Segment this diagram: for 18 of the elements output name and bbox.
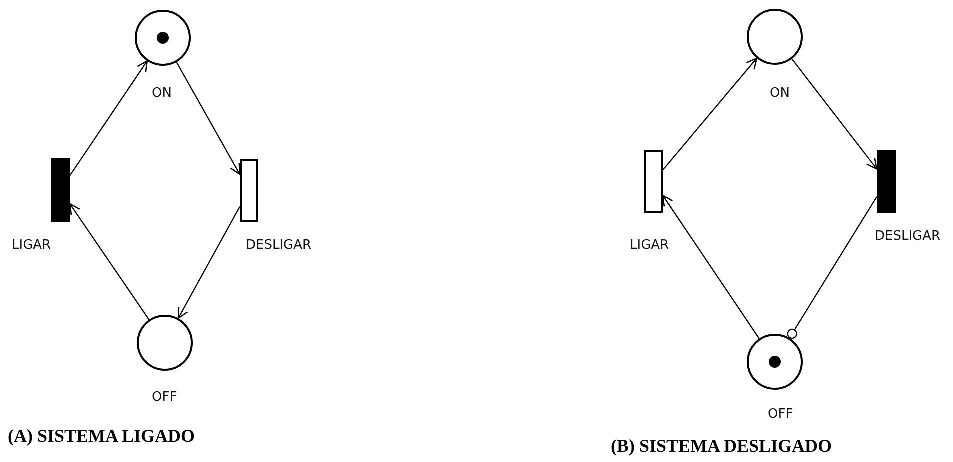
arrow	[662, 194, 760, 340]
transition-label: DESLIGAR	[246, 238, 312, 253]
place-label: OFF	[152, 390, 178, 405]
arrow	[178, 206, 241, 320]
arrow	[792, 58, 878, 170]
arrow	[176, 62, 241, 176]
arrow	[70, 60, 148, 176]
place-label: ON	[152, 86, 172, 101]
arrow	[662, 58, 758, 171]
place-label: ON	[770, 86, 790, 101]
transition-label: DESLIGAR	[875, 229, 941, 244]
panel-title: (B) SISTEMA DESLIGADO	[611, 436, 832, 457]
transition-label: LIGAR	[12, 238, 52, 253]
panel-title: (A) SISTEMA LIGADO	[8, 426, 196, 447]
inhibitor-arc	[787, 196, 878, 340]
place-label: OFF	[768, 407, 794, 422]
transition-label: LIGAR	[630, 238, 670, 253]
arrow	[69, 203, 150, 320]
